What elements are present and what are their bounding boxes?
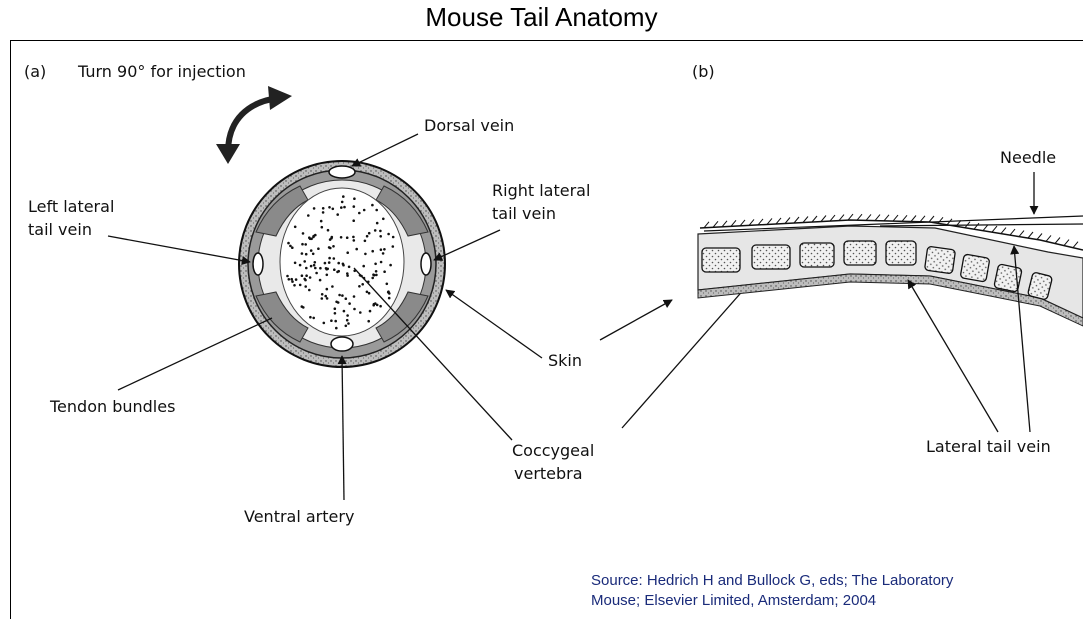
tendon-bundles-label: Tendon bundles xyxy=(49,397,175,416)
vertebra-block xyxy=(924,246,955,274)
skin-label: Skin xyxy=(548,351,582,370)
ventral-artery-shape xyxy=(331,337,353,351)
rotation-arrow-icon xyxy=(216,86,292,164)
panel-b-marker: (b) xyxy=(692,62,715,81)
source-citation: Source: Hedrich H and Bullock G, eds; Th… xyxy=(591,571,1071,611)
tail-longitudinal-section xyxy=(698,214,1083,326)
right-lateral-label-line2: tail vein xyxy=(492,204,556,223)
vertebra-block xyxy=(960,254,990,282)
right-lateral-vein-shape xyxy=(421,253,431,275)
vertebra-block xyxy=(844,241,876,265)
vertebra-block xyxy=(702,248,740,272)
source-line-2: Mouse; Elsevier Limited, Amsterdam; 2004 xyxy=(591,591,1071,611)
vertebra-block xyxy=(886,241,916,265)
left-lateral-vein-shape xyxy=(253,253,263,275)
right-lateral-label-line1: Right lateral xyxy=(492,181,590,200)
coccygeal-label-line1: Coccygeal xyxy=(512,441,594,460)
dorsal-vein-shape xyxy=(329,166,355,178)
tail-cross-section xyxy=(239,161,445,367)
left-lateral-label-line1: Left lateral xyxy=(28,197,114,216)
left-lateral-label-line2: tail vein xyxy=(28,220,92,239)
source-line-1: Source: Hedrich H and Bullock G, eds; Th… xyxy=(591,571,1071,591)
ventral-artery-label: Ventral artery xyxy=(244,507,354,526)
coccygeal-label-line2: vertebra xyxy=(514,464,583,483)
vertebra-block xyxy=(752,245,790,269)
panel-a-marker: (a) xyxy=(24,62,46,81)
turn-instruction: Turn 90° for injection xyxy=(77,62,246,81)
vertebra-block xyxy=(800,243,834,267)
dorsal-vein-label: Dorsal vein xyxy=(424,116,514,135)
lateral-tail-vein-label: Lateral tail vein xyxy=(926,437,1051,456)
needle-label: Needle xyxy=(1000,148,1056,167)
